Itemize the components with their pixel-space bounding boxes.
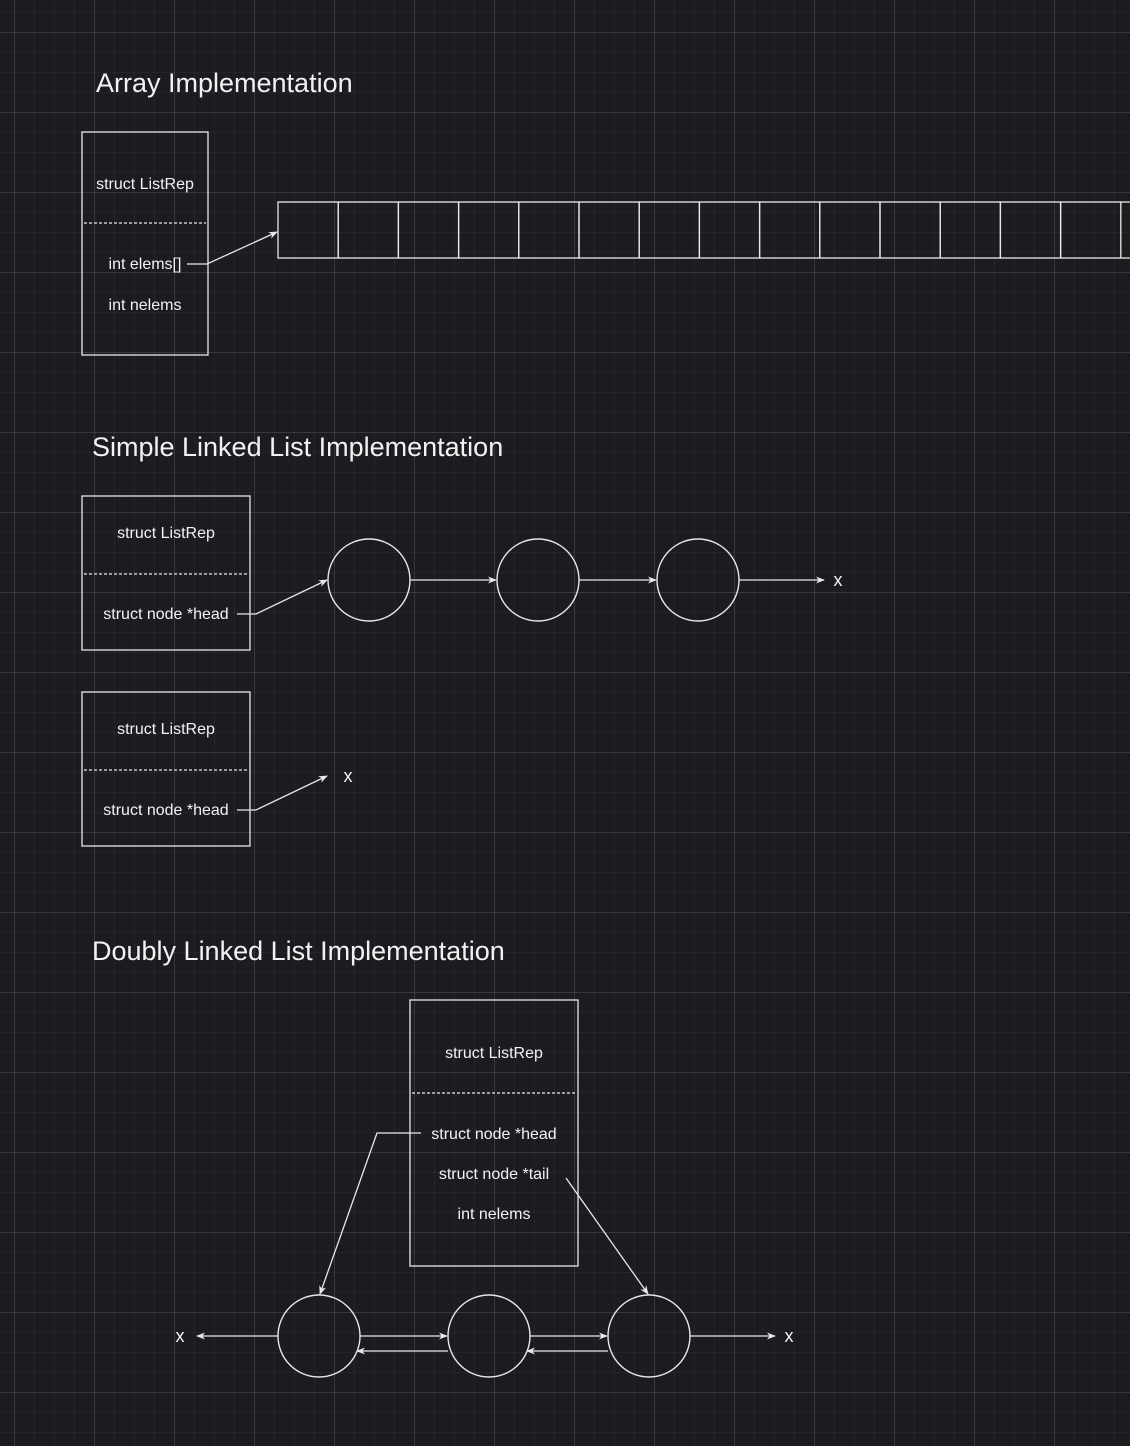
simple-empty-field-head: struct node *head	[103, 802, 228, 819]
doubly-head-pointer-arrow	[319, 1132, 421, 1295]
doubly-struct-name: struct ListRep	[445, 1045, 543, 1062]
simple-null-terminator: x	[834, 570, 843, 590]
array-cell	[457, 201, 520, 259]
doubly-field-nelems: int nelems	[458, 1206, 531, 1223]
array-field-elems: int elems[]	[109, 256, 182, 273]
array-section: Array Implementation struct ListRep int …	[81, 68, 1130, 356]
array-section-title: Array Implementation	[96, 68, 353, 98]
doubly-section-title: Doubly Linked List Implementation	[92, 936, 505, 966]
simple-node-2	[496, 538, 580, 622]
doubly-right-null-terminator: x	[785, 1326, 794, 1346]
array-cell	[819, 201, 881, 259]
simple-empty-struct-name: struct ListRep	[117, 721, 215, 738]
simple-empty-listrep-struct: struct ListRep struct node *head	[81, 691, 251, 847]
array-field-nelems: int nelems	[109, 297, 182, 314]
array-struct-name: struct ListRep	[96, 176, 194, 193]
array-elems-pointer-arrow	[187, 231, 278, 265]
array-cell	[999, 201, 1062, 259]
array-cell	[518, 201, 580, 259]
array-cell	[1059, 201, 1122, 259]
array-cells	[277, 201, 1130, 259]
simple-node-3	[656, 538, 740, 622]
array-cell	[337, 201, 400, 259]
doubly-section: Doubly Linked List Implementation struct…	[92, 936, 794, 1378]
doubly-node-3	[607, 1294, 691, 1378]
array-cell	[758, 201, 821, 259]
array-cell	[638, 201, 701, 259]
doubly-field-head: struct node *head	[431, 1126, 556, 1143]
array-cell	[578, 201, 640, 259]
array-cell	[879, 201, 941, 259]
doubly-listrep-struct: struct ListRep struct node *head struct …	[409, 999, 579, 1267]
array-listrep-struct: struct ListRep int elems[] int nelems	[81, 131, 209, 356]
doubly-left-null-terminator: x	[176, 1326, 185, 1346]
array-cell	[939, 201, 1002, 259]
simple-listrep-struct: struct ListRep struct node *head	[81, 495, 251, 651]
doubly-field-tail: struct node *tail	[439, 1166, 549, 1183]
doubly-node-1	[277, 1294, 361, 1378]
simple-section-title: Simple Linked List Implementation	[92, 432, 503, 462]
doubly-node-2	[447, 1294, 531, 1378]
simple-empty-head-arrow	[237, 775, 328, 811]
simple-node-1	[327, 538, 411, 622]
simple-struct-name: struct ListRep	[117, 525, 215, 542]
simple-section: Simple Linked List Implementation struct…	[81, 432, 843, 847]
doubly-tail-pointer-arrow	[565, 1177, 649, 1295]
array-cell	[277, 201, 339, 259]
simple-field-head: struct node *head	[103, 606, 228, 623]
array-struct-box	[81, 131, 209, 356]
array-cell	[397, 201, 460, 259]
simple-head-pointer-arrow	[237, 579, 328, 615]
array-cell	[698, 201, 761, 259]
simple-struct-box	[81, 495, 251, 651]
simple-empty-null-terminator: x	[344, 766, 353, 786]
simple-empty-struct-box	[81, 691, 251, 847]
